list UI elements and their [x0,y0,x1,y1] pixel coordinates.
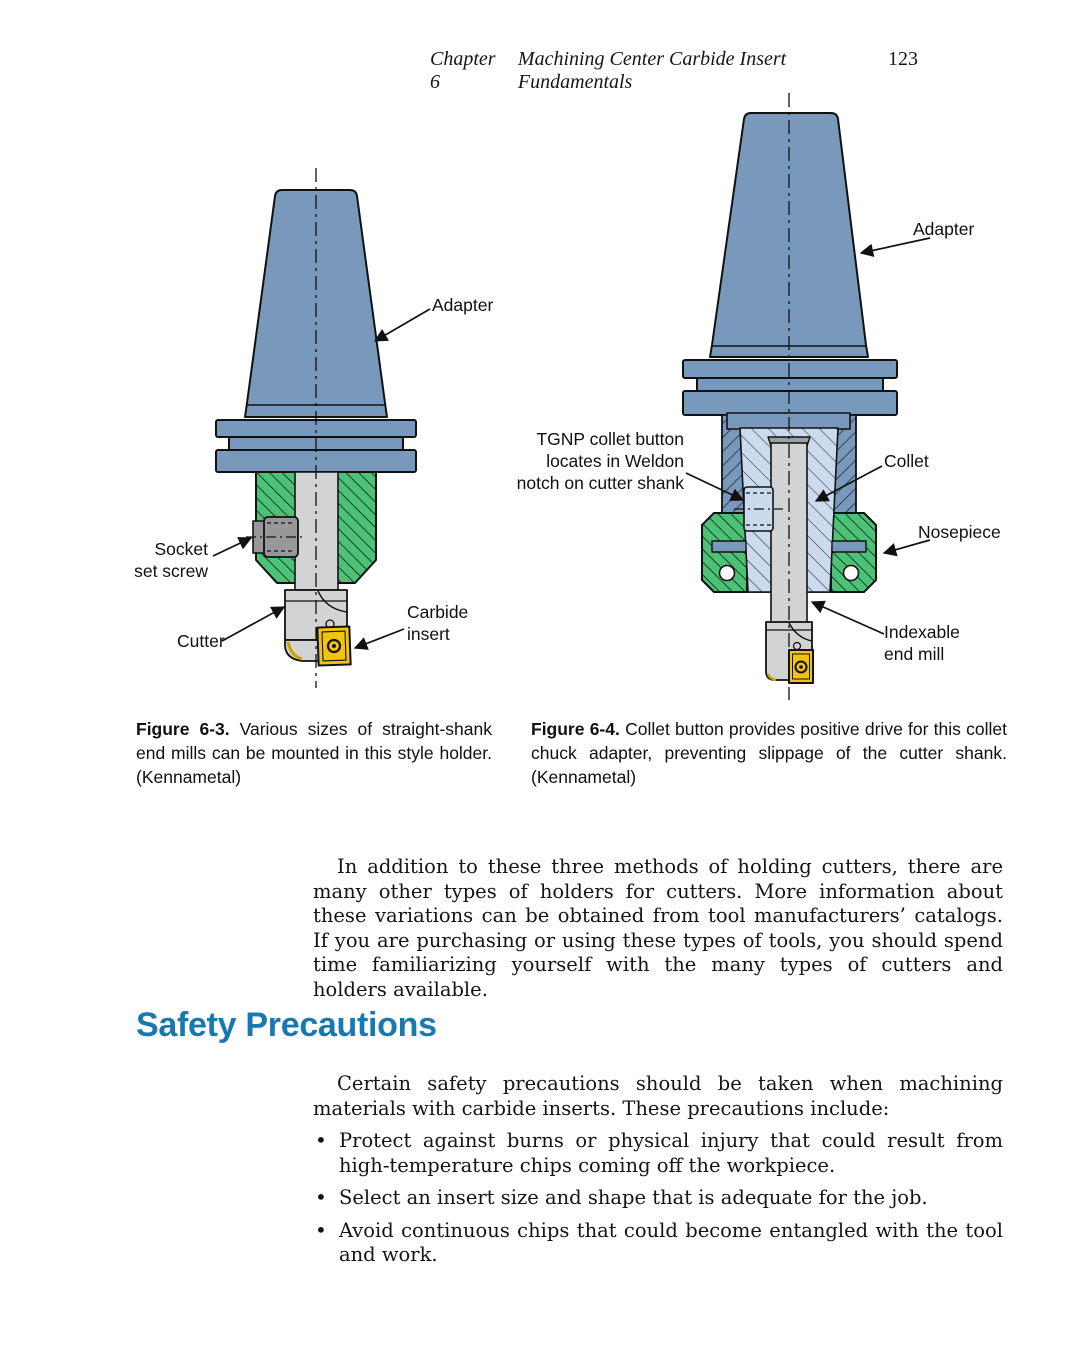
fig3-label-carbide-line1: Carbide [407,602,469,622]
fig4-collet-button [734,486,783,532]
fig3-caption-text: Various sizes of straight-shank end mill… [136,719,492,787]
list-item-burns: Protect against burns or physical injury… [313,1128,1003,1178]
fig4-flange [682,359,898,416]
fig4-label-tgnp-line1: TGNP collet button [536,429,684,449]
page-header: Chapter 6 Machining Center Carbide Inser… [430,48,918,94]
fig4-label-endmill-line1: Indexable [884,622,960,642]
fig3-label-cutter: Cutter [177,631,225,651]
fig3-label-socket-set-screw: Socket set screw [110,538,208,582]
fig3-label-carbide-insert: Carbide insert [407,601,468,645]
list-item-continuous-chips: Avoid continuous chips that could become… [313,1218,1003,1268]
fig3-label-socket-line1: Socket [154,539,209,559]
fig3-arrow-adapter [373,308,431,342]
fig4-label-collet-button: TGNP collet button locates in Weldon not… [480,428,684,494]
fig3-label-adapter: Adapter [432,295,494,315]
fig4-label-endmill-line2: end mill [884,644,945,664]
fig4-caption-number: Figure 6-4. [531,719,620,739]
fig4-arrow-collet-button [685,472,745,501]
section-heading-safety-precautions: Safety Precautions [136,1006,437,1044]
fig4-label-nosepiece: Nosepiece [918,522,1001,542]
fig4-label-tgnp-line2: locates in Weldon [546,451,684,471]
fig4-arrow-collet [814,465,883,502]
fig3-label-carbide-line2: insert [407,624,450,644]
paragraph-holders: In addition to these three methods of ho… [313,855,1003,1001]
fig4-arrow-endmill [810,600,885,635]
fig4-label-endmill: Indexable end mill [884,621,960,665]
fig3-carbide-insert [316,625,352,667]
header-chapter: Chapter 6 [430,48,496,93]
fig4-carbide-insert [788,649,814,684]
fig4-ball-right [842,564,860,582]
fig3-arrow-carbide-insert [353,628,405,650]
fig3-arrow-cutter [221,606,286,642]
fig4-caption: Figure 6-4. Collet button provides posit… [531,717,1007,789]
fig3-caption: Figure 6-3. Various sizes of straight-sh… [136,717,492,789]
fig3-caption-number: Figure 6-3. [136,719,230,739]
fig3-label-socket-line2: set screw [134,561,208,581]
fig3-arrow-set-screw [212,537,253,557]
fig4-arrow-nosepiece [882,539,931,557]
fig4-label-tgnp-line3: notch on cutter shank [516,473,684,493]
header-title: Machining Center Carbide Insert Fundamen… [517,48,787,93]
precautions-list: Protect against burns or physical injury… [313,1128,1003,1276]
figure-6-4-diagram [682,93,931,700]
figures-canvas [212,93,931,700]
page-number: 123 [888,48,918,70]
fig4-ball-left [718,564,736,582]
paragraph-precautions-intro: Certain safety precautions should be tak… [313,1072,1003,1120]
list-item-insert-size: Select an insert size and shape that is … [313,1185,1003,1211]
fig4-label-collet: Collet [884,451,929,471]
fig4-label-adapter: Adapter [913,219,975,239]
fig4-caption-text: Collet button provides positive drive fo… [531,719,1007,787]
fig4-arrow-adapter [859,237,931,258]
figure-6-3-diagram [212,168,431,688]
